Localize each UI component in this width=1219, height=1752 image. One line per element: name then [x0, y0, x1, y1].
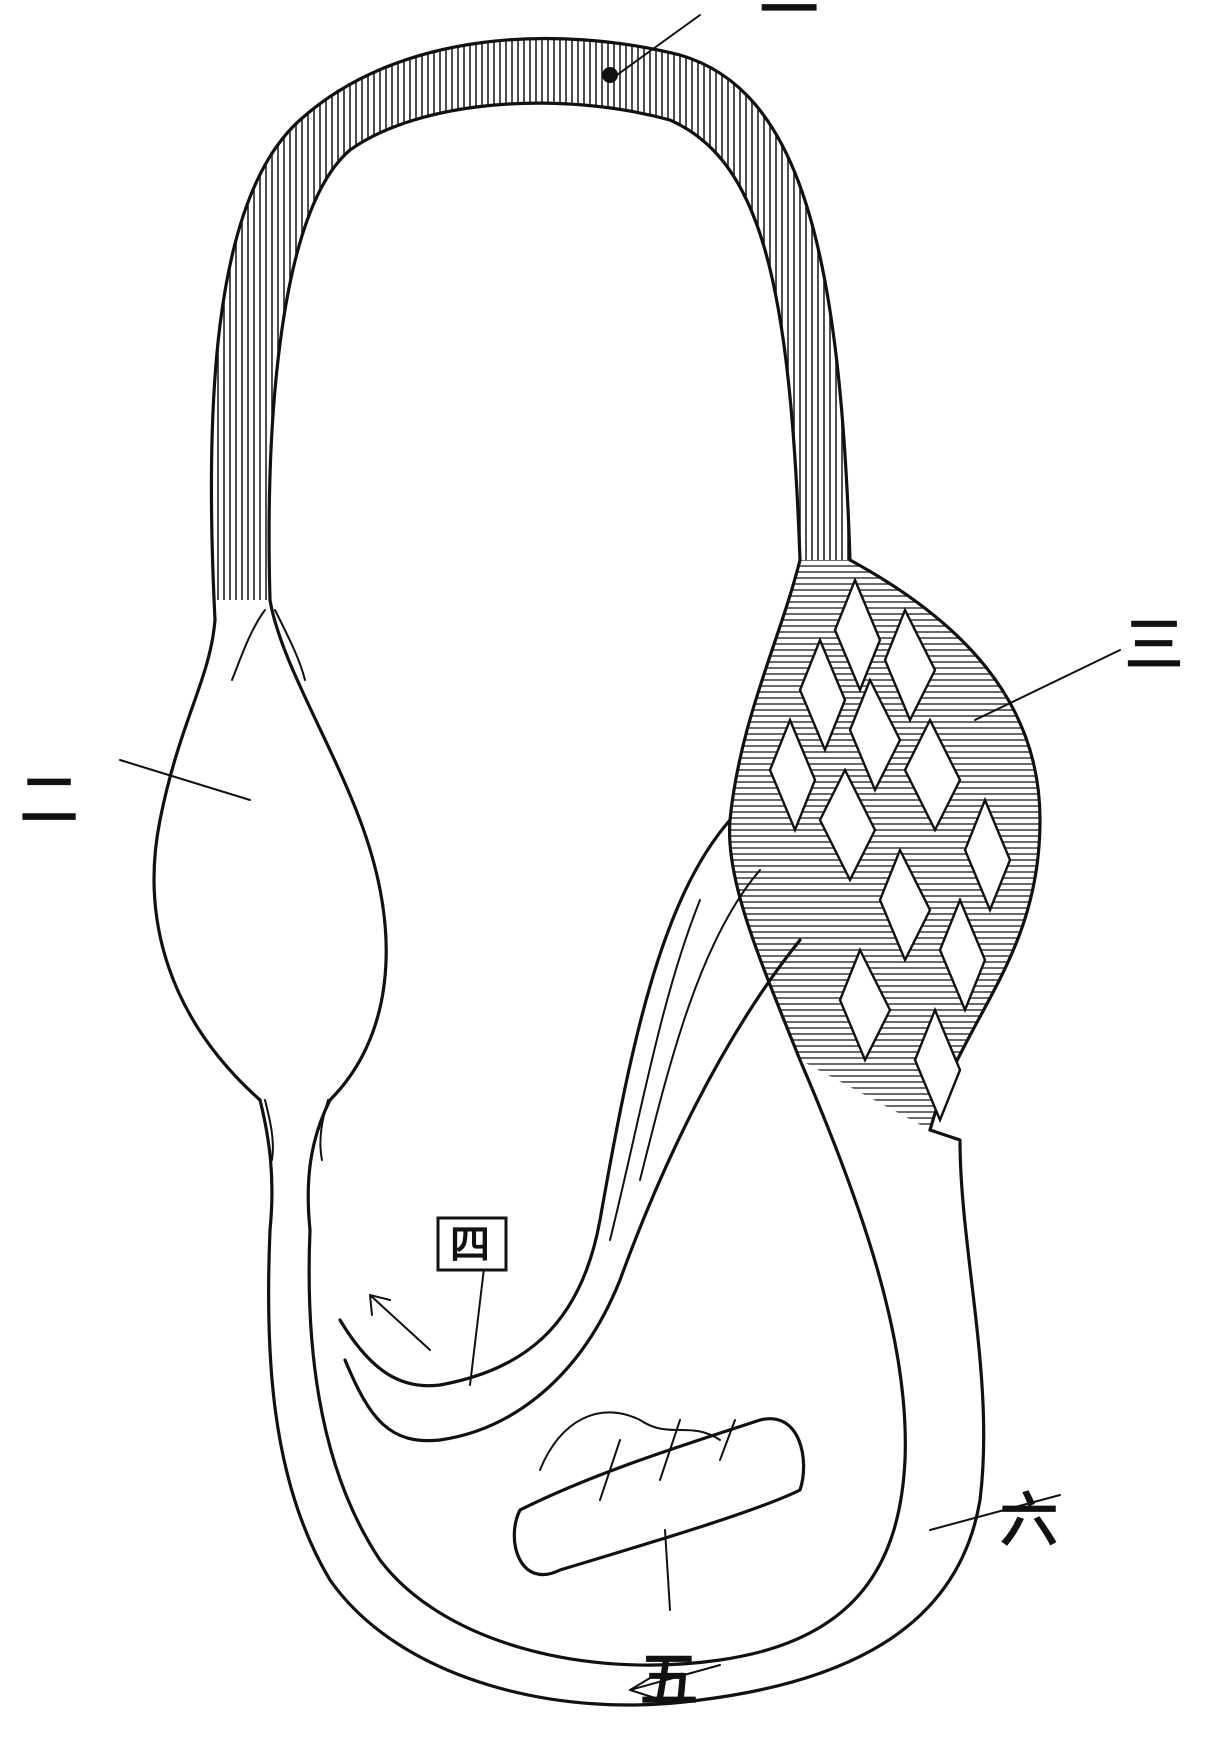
lower-loop-vessel — [269, 1060, 984, 1705]
leader-line-four — [470, 1260, 485, 1385]
coiled-organ — [514, 1412, 803, 1574]
label-three: 三 — [1125, 611, 1183, 679]
inner-duct — [340, 820, 800, 1441]
leader-line-two — [120, 760, 250, 800]
label-six: 六 — [1000, 1486, 1058, 1554]
label-one: 一 — [760, 0, 818, 44]
right-capillary-network — [730, 560, 1040, 1130]
label-five: 五 — [640, 1646, 698, 1714]
label-four: 四 — [450, 1221, 490, 1268]
leader-line-five — [665, 1530, 670, 1610]
marker-dot-one — [602, 67, 618, 83]
left-chamber — [154, 600, 386, 1230]
upper-vessel-arch — [211, 39, 850, 620]
label-two: 二 — [20, 766, 78, 834]
